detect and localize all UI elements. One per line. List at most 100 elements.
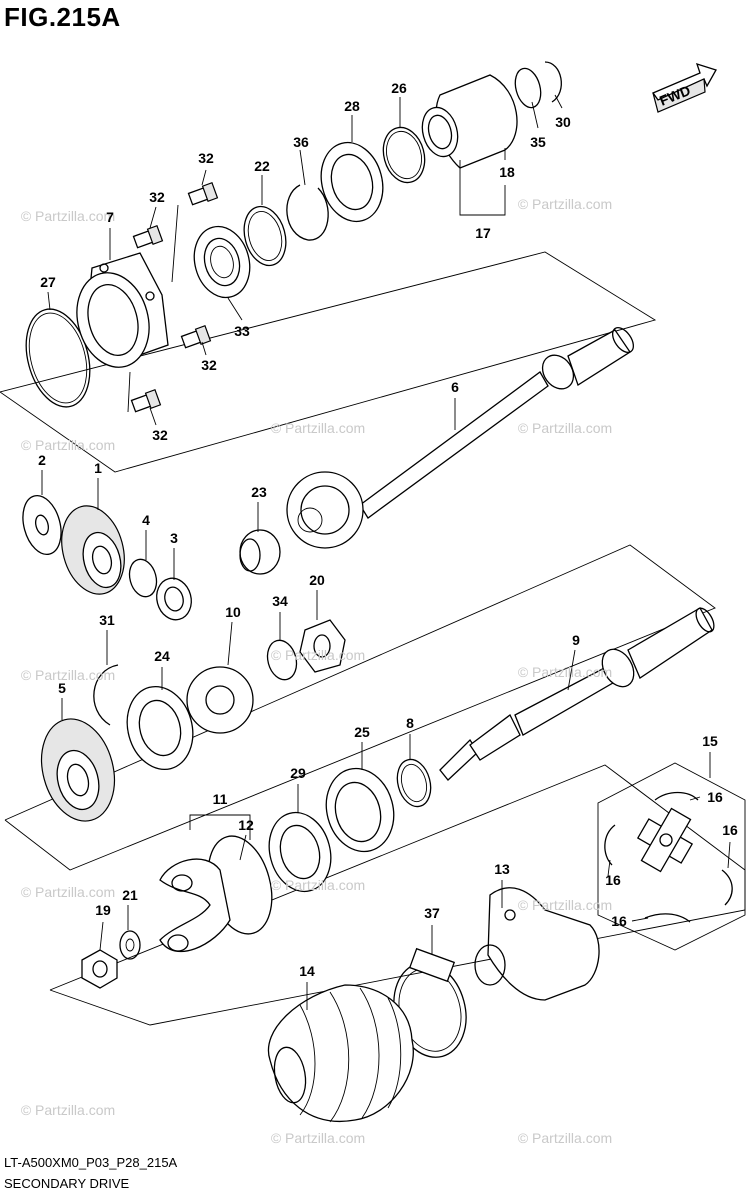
yoke-part-11 xyxy=(159,835,273,952)
nut-part-19 xyxy=(81,949,118,989)
callout-3: 3 xyxy=(170,530,178,546)
watermark: © Partzilla.com xyxy=(517,1130,613,1146)
watermark: © Partzilla.com xyxy=(20,437,116,453)
callout-32: 32 xyxy=(201,357,217,373)
watermark: © Partzilla.com xyxy=(20,884,116,900)
fwd-arrow-icon: FWD xyxy=(652,62,717,113)
bearing-part-33 xyxy=(193,225,251,299)
bearing-case-part-18 xyxy=(421,74,518,169)
bolt-part-32 xyxy=(132,225,164,249)
shaft-part-6 xyxy=(359,326,635,519)
bolt-part-32 xyxy=(187,182,219,206)
nut-part-3 xyxy=(156,577,192,621)
o-ring-part-35 xyxy=(514,67,542,109)
callout-29: 29 xyxy=(290,765,306,781)
watermark: © Partzilla.com xyxy=(517,897,613,913)
bolt-part-32 xyxy=(180,325,212,349)
o-ring-part-27 xyxy=(25,308,91,408)
callout-24: 24 xyxy=(154,648,170,664)
circlip-part-16 xyxy=(604,824,616,866)
watermark: © Partzilla.com xyxy=(517,420,613,436)
bearing-housing-part-7 xyxy=(76,252,169,368)
callout-6: 6 xyxy=(451,379,459,395)
callout-30: 30 xyxy=(555,114,571,130)
callout-15: 15 xyxy=(702,733,718,749)
shaft-part-9 xyxy=(439,607,715,781)
bolt-part-32 xyxy=(130,389,162,413)
callout-13: 13 xyxy=(494,861,510,877)
bushing-part-23 xyxy=(239,529,281,575)
callout-21: 21 xyxy=(122,887,138,903)
callout-25: 25 xyxy=(354,724,370,740)
circlip-part-16 xyxy=(721,869,733,906)
shim-part-22 xyxy=(243,205,287,267)
callout-1: 1 xyxy=(94,460,102,476)
rubber-boot-part-14 xyxy=(267,984,414,1123)
callout-31: 31 xyxy=(99,612,115,628)
callout-9: 9 xyxy=(572,632,580,648)
frame-universal-joint xyxy=(597,762,746,951)
callout-16: 16 xyxy=(722,822,738,838)
shim-part-8 xyxy=(396,758,432,808)
watermark: © Partzilla.com xyxy=(270,420,366,436)
bearing-part-28 xyxy=(320,141,384,223)
callout-37: 37 xyxy=(424,905,440,921)
callout-19: 19 xyxy=(95,902,111,918)
callout-12: 12 xyxy=(238,817,254,833)
callout-16: 16 xyxy=(605,872,621,888)
callout-34: 34 xyxy=(272,593,288,609)
bevel-gear-part-5 xyxy=(41,718,115,822)
watermark: © Partzilla.com xyxy=(517,664,613,680)
callout-7: 7 xyxy=(106,209,114,225)
callout-32: 32 xyxy=(198,150,214,166)
circlip-part-16 xyxy=(644,913,691,923)
callout-16: 16 xyxy=(707,789,723,805)
shim-part-34 xyxy=(266,639,298,681)
watermark: © Partzilla.com xyxy=(270,647,366,663)
frame-upper-shaft xyxy=(0,251,657,473)
section-name-label: SECONDARY DRIVE xyxy=(4,1176,130,1191)
universal-joint-part-15 xyxy=(636,807,694,873)
callout-10: 10 xyxy=(225,604,241,620)
callout-23: 23 xyxy=(251,484,267,500)
callout-16: 16 xyxy=(611,913,627,929)
callout-5: 5 xyxy=(58,680,66,696)
callout-4: 4 xyxy=(142,512,150,528)
drive-gear-part-6 xyxy=(286,471,364,549)
callout-28: 28 xyxy=(344,98,360,114)
figure-title: FIG.215A xyxy=(4,2,121,32)
callout-8: 8 xyxy=(406,715,414,731)
callout-22: 22 xyxy=(254,158,270,174)
callout-32: 32 xyxy=(149,189,165,205)
bevel-gear-part-1 xyxy=(61,505,125,595)
watermark: © Partzilla.com xyxy=(270,877,366,893)
watermark: © Partzilla.com xyxy=(20,667,116,683)
oil-seal-part-29 xyxy=(268,811,332,893)
washer-part-21 xyxy=(119,930,141,960)
gear-part-10 xyxy=(186,666,254,734)
callout-32: 32 xyxy=(152,427,168,443)
callout-20: 20 xyxy=(309,572,325,588)
nut-part-20 xyxy=(299,619,346,673)
watermark: © Partzilla.com xyxy=(20,1102,116,1118)
circlip-part-31 xyxy=(93,664,119,726)
callout-11: 11 xyxy=(212,791,228,807)
callout-14: 14 xyxy=(299,963,315,979)
circlip-part-16 xyxy=(654,791,699,801)
callout-35: 35 xyxy=(530,134,546,150)
circlip-part-36 xyxy=(286,184,329,241)
frame-middle-shaft xyxy=(4,544,716,871)
o-ring-part-26 xyxy=(382,126,426,184)
watermark: © Partzilla.com xyxy=(517,196,613,212)
callout-36: 36 xyxy=(293,134,309,150)
part-code-label: LT-A500XM0_P03_P28_215A xyxy=(4,1155,178,1170)
callout-27: 27 xyxy=(40,274,56,290)
washer-part-2 xyxy=(22,495,62,555)
callout-18: 18 xyxy=(499,164,515,180)
circlip-part-30 xyxy=(544,61,562,103)
bearing-part-25 xyxy=(325,767,395,853)
watermark: © Partzilla.com xyxy=(270,1130,366,1146)
frame-lower-shaft xyxy=(49,764,746,1026)
